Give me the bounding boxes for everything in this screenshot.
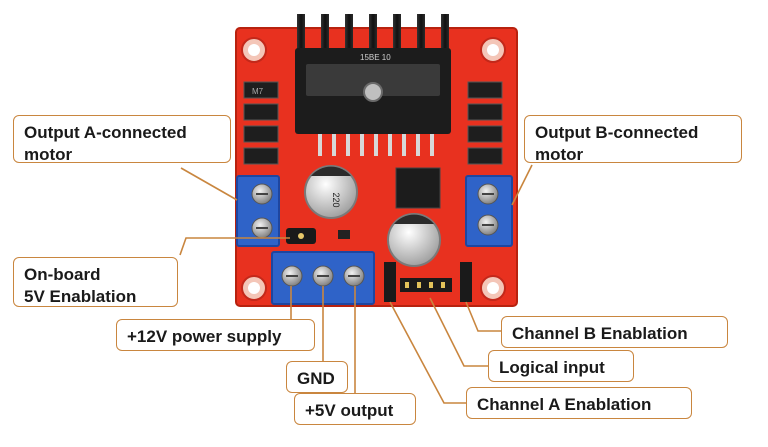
- jumper-5v: [286, 228, 316, 244]
- label-power-12v: +12V power supply: [116, 319, 315, 351]
- label-channel-b: Channel B Enablation: [501, 316, 728, 348]
- label-output-a: Output A-connected motor: [13, 115, 231, 164]
- label-output-5v: +5V output: [294, 393, 416, 425]
- label-output-b-line1: Output B-connected: [535, 123, 699, 142]
- capacitor-1: 220: [304, 165, 358, 219]
- label-channel-a: Channel A Enablation: [466, 387, 692, 419]
- header-pins: [384, 262, 472, 302]
- label-logic-input: Logical input: [488, 350, 634, 382]
- chip-marking: 15BE 10: [360, 53, 391, 62]
- capacitor-value: 220: [331, 192, 341, 207]
- terminal-output-a: [236, 175, 280, 247]
- diodes-right: [467, 81, 503, 165]
- heatsink: 15BE 10: [295, 14, 451, 134]
- label-onboard-5v-line2: 5V Enablation: [24, 287, 137, 306]
- label-onboard-5v: On-board 5V Enablation: [13, 257, 178, 307]
- leader-channel-b: [465, 301, 501, 332]
- terminal-output-b: [465, 175, 513, 247]
- label-output-a-line2: motor: [24, 145, 73, 164]
- voltage-regulator: [395, 167, 441, 209]
- leader-output-b: [511, 164, 533, 206]
- leader-logic-input: [429, 297, 488, 367]
- smd-component: [338, 230, 350, 239]
- leader-channel-a: [389, 301, 466, 404]
- diodes-left: M7: [243, 81, 279, 165]
- label-gnd: GND: [286, 361, 348, 393]
- capacitor-2: [387, 213, 441, 267]
- label-output-a-line1: Output A-connected: [24, 123, 187, 142]
- diode-marking: M7: [252, 87, 264, 96]
- label-output-b: Output B-connected motor: [524, 115, 742, 164]
- terminal-power: [271, 251, 375, 305]
- label-output-b-line2: motor: [535, 145, 584, 164]
- leader-onboard-5v: [179, 237, 290, 256]
- label-onboard-5v-line1: On-board: [24, 265, 101, 284]
- chip-pins: [318, 134, 434, 156]
- leader-output-a: [180, 167, 238, 201]
- mounting-holes: [241, 37, 506, 301]
- leader-lines: [179, 164, 533, 404]
